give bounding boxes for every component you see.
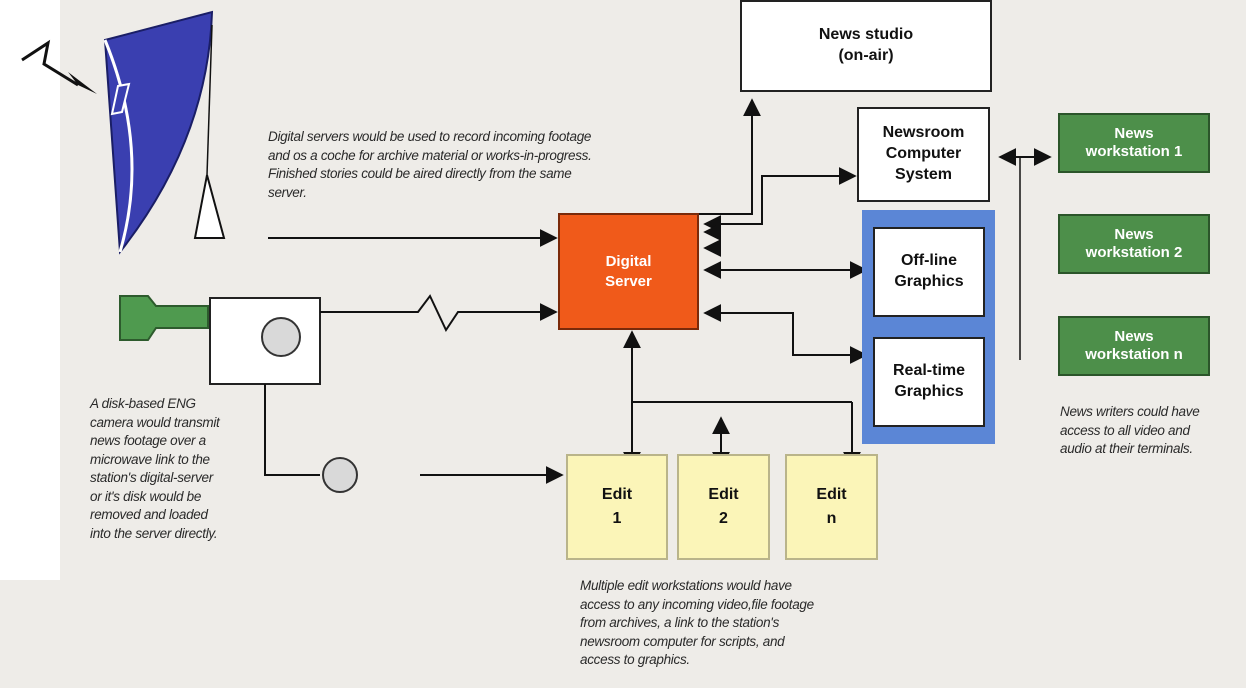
disk-icon [322, 457, 358, 493]
digital-servers-caption: Digital servers would be used to record … [268, 129, 592, 200]
eng-camera-icon [119, 295, 321, 385]
offline-graphics-box: Off-line Graphics [873, 227, 985, 317]
eng-camera-caption: A disk-based ENG camera would transmit n… [90, 396, 220, 541]
satellite-dish-icon [103, 10, 226, 255]
news-workstation-2-box: News workstation 2 [1058, 214, 1210, 274]
edit-workstations-caption: Multiple edit workstations would have ac… [580, 578, 814, 667]
newsroom-computer-box: Newsroom Computer System [857, 107, 990, 202]
edit-2-box: Edit 2 [677, 454, 770, 560]
news-writers-caption: News writers could have access to all vi… [1060, 404, 1200, 456]
news-workstation-1-box: News workstation 1 [1058, 113, 1210, 173]
realtime-graphics-box: Real-time Graphics [873, 337, 985, 427]
lightning-signal-icon [21, 39, 97, 94]
edit-1-box: Edit 1 [566, 454, 668, 560]
news-studio-box: News studio (on-air) [740, 0, 992, 92]
digital-server-box: Digital Server [558, 213, 699, 330]
news-workstation-n-box: News workstation n [1058, 316, 1210, 376]
edit-n-box: Edit n [785, 454, 878, 560]
scan-margin [0, 0, 60, 580]
